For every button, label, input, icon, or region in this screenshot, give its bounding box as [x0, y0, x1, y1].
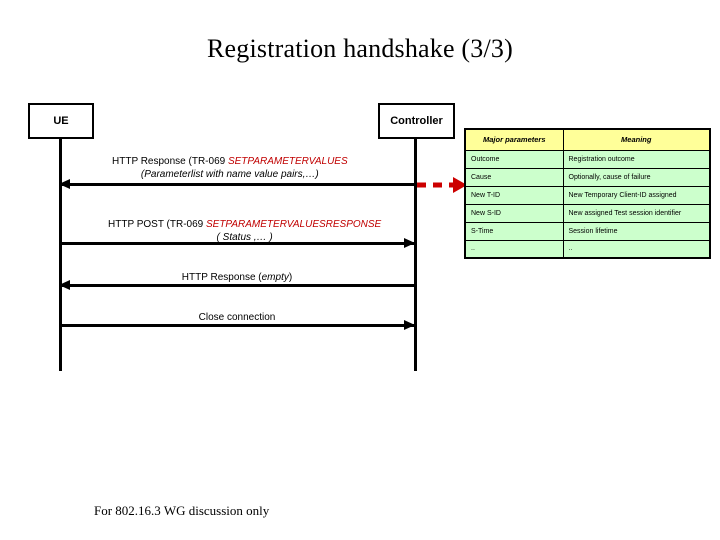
message-2-line2: ( Status ,… )	[216, 232, 273, 243]
message-2-prefix: HTTP POST (TR-069	[108, 219, 206, 230]
actor-label-ue: UE	[53, 115, 69, 127]
page-title: Registration handshake (3/3)	[207, 34, 513, 63]
major-parameters-table: Major parameters Meaning Outcome Registr…	[464, 128, 711, 259]
message-1-line2: (Parameterlist with name value pairs,…)	[140, 169, 319, 180]
table-header-meaning: Meaning	[562, 128, 711, 151]
slide-footer: For 802.16.3 WG discussion only	[94, 503, 270, 518]
message-line-4	[59, 324, 415, 327]
table-cell-meaning: New Temporary Client-ID assigned	[562, 185, 711, 205]
table-cell-parameter: S-Time	[464, 221, 564, 241]
lifeline-ue	[59, 139, 62, 371]
message-line-2	[59, 242, 415, 245]
message-arrowhead-2-right	[404, 238, 415, 248]
table-cell-meaning: Session lifetime	[562, 221, 711, 241]
message-3-keyword: empty	[261, 272, 289, 283]
table-cell-meaning: Optionally, cause of failure	[562, 167, 711, 187]
table-header-major-parameters: Major parameters	[464, 128, 564, 151]
table-row: New S-ID New assigned Test session ident…	[464, 203, 711, 223]
actor-box-ue: UE	[28, 103, 94, 139]
message-1-keyword: SETPARAMETERVALUES	[227, 156, 348, 167]
message-arrowhead-1-left	[59, 179, 70, 189]
table-cell-parameter: ..	[464, 239, 564, 259]
table-cell-parameter: New T-ID	[464, 185, 564, 205]
table-cell-meaning: ..	[562, 239, 711, 259]
message-label-http-response-setparametervalues: HTTP Response (TR-069 SETPARAMETERVALUES…	[112, 155, 348, 181]
table-cell-parameter: Cause	[464, 167, 564, 187]
message-1-prefix: HTTP Response (TR-069	[112, 156, 228, 167]
message-arrowhead-4-right	[404, 320, 415, 330]
table-row: .. ..	[464, 239, 711, 259]
message-2-keyword: SETPARAMETERVALUESRESPONSE	[205, 219, 382, 230]
actor-label-controller: Controller	[390, 115, 443, 127]
table-cell-parameter: Outcome	[464, 149, 564, 169]
message-line-3	[59, 284, 415, 287]
message-arrowhead-3-left	[59, 280, 70, 290]
table-row: S-Time Session lifetime	[464, 221, 711, 241]
message-label-http-response-empty: HTTP Response (empty)	[0, 271, 474, 284]
red-dashed-arrow-icon	[417, 177, 467, 193]
message-3-suffix: )	[288, 272, 293, 283]
table-row: Cause Optionally, cause of failure	[464, 167, 711, 187]
message-4-prefix: Close connection	[198, 312, 276, 323]
table-cell-parameter: New S-ID	[464, 203, 564, 223]
message-3-prefix: HTTP Response (	[181, 272, 262, 283]
table-row: Outcome Registration outcome	[464, 149, 711, 169]
actor-box-controller: Controller	[378, 103, 455, 139]
table-row: New T-ID New Temporary Client-ID assigne…	[464, 185, 711, 205]
message-label-close-connection: Close connection	[0, 311, 474, 324]
message-label-http-post-setparametervaluesresponse: HTTP POST (TR-069 SETPARAMETERVALUESRESP…	[108, 218, 381, 244]
table-cell-meaning: Registration outcome	[562, 149, 711, 169]
message-line-1	[59, 183, 415, 186]
lifeline-controller	[414, 139, 417, 371]
table-cell-meaning: New assigned Test session identifier	[562, 203, 711, 223]
table-header-row: Major parameters Meaning	[464, 128, 711, 151]
